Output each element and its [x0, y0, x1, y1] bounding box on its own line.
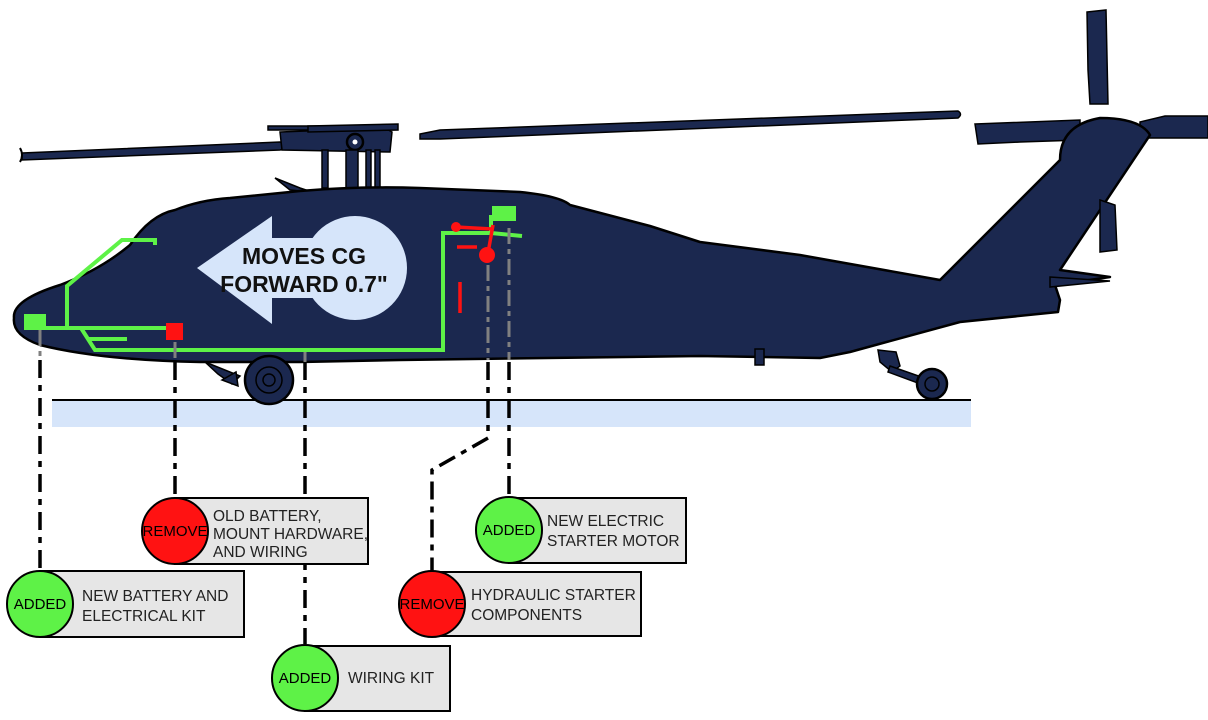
badge-label: ADDED	[14, 596, 67, 613]
ground	[52, 399, 971, 427]
callouts: REMOVE OLD BATTERY, MOUNT HARDWARE, AND …	[6, 496, 687, 712]
remove-badge	[141, 497, 209, 565]
new-battery-icon	[24, 314, 46, 330]
rotor-mast-strut-1	[321, 149, 329, 189]
callout-text-line: STARTER MOTOR	[547, 533, 680, 550]
callout-text-line: ELECTRICAL KIT	[82, 608, 206, 625]
main-wheel-hub	[255, 366, 283, 394]
main-rotor-blade-rear	[419, 110, 962, 140]
rotor-mast-strut-3	[374, 149, 381, 189]
tail-rotor-blade-left	[974, 119, 1081, 145]
main-rotor-blade-front	[21, 141, 301, 161]
tail-stabilizer	[1049, 276, 1111, 288]
callout-wiring-kit: ADDED WIRING KIT	[271, 644, 451, 712]
added-badge	[6, 570, 74, 638]
callout-electric-starter: ADDED NEW ELECTRIC STARTER MOTOR	[475, 496, 687, 564]
callout-text-line: MOUNT HARDWARE,	[213, 526, 368, 543]
cg-arrow-icon	[197, 216, 330, 324]
hydraulic-line-1	[455, 225, 493, 231]
rotor-head-plate	[307, 123, 399, 133]
fuselage	[12, 116, 1152, 366]
wire-starter-feed	[490, 231, 523, 238]
hydraulic-starter-icon	[479, 247, 495, 263]
callout-text-line: NEW ELECTRIC	[547, 513, 664, 530]
tail-wheel-hub	[924, 376, 940, 392]
badge-label: REMOVE	[142, 523, 207, 540]
cg-shift-annotation: MOVES CG FORWARD 0.7"	[197, 216, 407, 324]
fuselage-body	[12, 116, 1152, 364]
callout-text-line: NEW BATTERY AND	[82, 588, 228, 605]
badge-label: ADDED	[483, 522, 536, 539]
callout-text-line: OLD BATTERY,	[213, 508, 322, 525]
tail-pylon-fairing	[1099, 198, 1118, 253]
rotor-mast-strut-2	[365, 149, 372, 189]
old-battery-icon	[166, 323, 183, 340]
main-wheel-center	[262, 373, 276, 387]
cg-arrow-tail	[303, 216, 407, 320]
removed-components	[166, 222, 495, 340]
rotor-mast	[345, 149, 359, 189]
callout-text-line: HYDRAULIC STARTER	[471, 587, 636, 604]
wire-cockpit	[65, 238, 157, 328]
main-wheel-icon	[243, 354, 295, 406]
added-badge	[475, 496, 543, 564]
remove-badge	[398, 570, 466, 638]
callout-text-line: AND WIRING	[213, 544, 308, 561]
leader-hydraulic-starter	[430, 362, 490, 572]
callout-new-battery: ADDED NEW BATTERY AND ELECTRICAL KIT	[6, 570, 245, 638]
ground-platform	[52, 400, 971, 427]
callout-text-line: WIRING KIT	[348, 670, 435, 687]
cg-text-line1: MOVES CG	[242, 243, 366, 269]
cg-text-line2: FORWARD 0.7"	[220, 271, 388, 297]
new-starter-motor-icon	[492, 206, 516, 221]
landing-gear	[204, 349, 949, 406]
callout-box	[508, 497, 687, 564]
belly-antenna	[754, 348, 765, 366]
added-badge	[271, 644, 339, 712]
badge-label: ADDED	[279, 670, 332, 687]
tail-rotor	[974, 9, 1208, 145]
callout-hydraulic-starter: REMOVE HYDRAULIC STARTER COMPONENTS	[398, 570, 642, 638]
callout-text-line: COMPONENTS	[471, 607, 582, 624]
badge-label: REMOVE	[399, 596, 464, 613]
main-gear-brace	[220, 370, 239, 388]
callout-old-battery: REMOVE OLD BATTERY, MOUNT HARDWARE, AND …	[141, 497, 369, 565]
tail-wheel-icon	[915, 367, 949, 401]
tail-rotor-blade-up	[1086, 9, 1109, 105]
main-rotor	[19, 110, 962, 193]
callout-box	[431, 571, 642, 637]
rotor-hub-center	[352, 139, 358, 145]
rotor-tip-icon	[19, 147, 23, 163]
